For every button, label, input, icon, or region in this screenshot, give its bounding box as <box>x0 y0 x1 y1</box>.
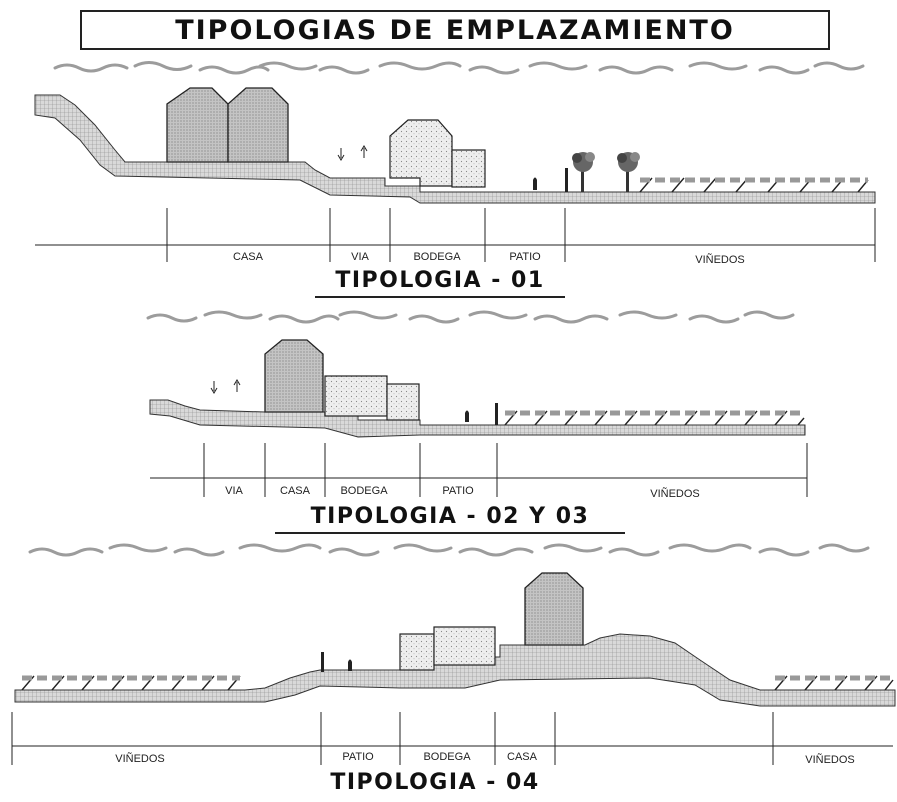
zone-label-vinedos: VIÑEDOS <box>650 488 700 500</box>
section-title-3: TIPOLOGIA - 04 <box>305 770 565 795</box>
bodega-2a <box>324 375 388 417</box>
zone-label-casa: CASA <box>233 251 263 263</box>
zone-label-patio: PATIO <box>342 751 374 763</box>
dimension-line-3 <box>11 712 893 765</box>
terrain-3 <box>14 633 896 707</box>
zone-label-vinedos: VIÑEDOS <box>805 754 855 766</box>
zone-label-via: VIA <box>351 251 369 263</box>
bodega-3b <box>433 626 496 666</box>
main-title: TIPOLOGIAS DE EMPLAZAMIENTO <box>80 10 830 50</box>
cloud-band-1 <box>53 61 865 75</box>
vineyard-rows-1 <box>639 177 869 193</box>
section-2-drawing <box>149 339 808 497</box>
house-1a <box>166 87 229 163</box>
zone-label-casa: CASA <box>507 751 537 763</box>
zone-label-via: VIA <box>225 485 243 497</box>
vineyard-rows-2 <box>504 410 805 426</box>
zone-label-patio: PATIO <box>509 251 541 263</box>
dimension-line-1 <box>35 208 876 262</box>
house-1b <box>227 87 289 163</box>
section-title-2-text: TIPOLOGIA - 02 Y 03 <box>310 504 590 529</box>
bodega-3a <box>399 633 435 671</box>
dimension-line-2 <box>150 443 808 497</box>
terrain-2 <box>149 399 806 438</box>
zone-label-bodega: BODEGA <box>423 751 471 763</box>
section-3-drawing <box>11 572 896 765</box>
section-title-1-text: TIPOLOGIA - 01 <box>335 268 545 293</box>
section-title-3-text: TIPOLOGIA - 04 <box>330 770 540 795</box>
bodega-1b <box>451 149 486 188</box>
zone-label-patio: PATIO <box>442 485 474 497</box>
zone-label-casa: CASA <box>280 485 310 497</box>
zone-label-bodega: BODEGA <box>340 485 388 497</box>
bodega-2b <box>386 383 420 421</box>
cloud-band-2 <box>146 310 795 324</box>
bodega-1a <box>389 119 453 187</box>
cloud-band-3 <box>28 543 870 557</box>
tree-icon <box>617 152 640 192</box>
vineyard-rows-3b <box>774 675 894 691</box>
tree-icon <box>572 152 595 192</box>
zone-label-bodega: BODEGA <box>413 251 461 263</box>
house-2 <box>264 339 324 413</box>
section-title-2: TIPOLOGIA - 02 Y 03 <box>275 504 625 534</box>
house-3 <box>524 572 584 646</box>
zone-label-vinedos: VIÑEDOS <box>695 254 745 266</box>
section-title-1: TIPOLOGIA - 01 <box>315 268 565 298</box>
terrain-1 <box>34 94 876 204</box>
zone-label-vinedos: VIÑEDOS <box>115 753 165 765</box>
vineyard-rows-3a <box>21 675 241 691</box>
section-1-drawing <box>34 87 876 262</box>
